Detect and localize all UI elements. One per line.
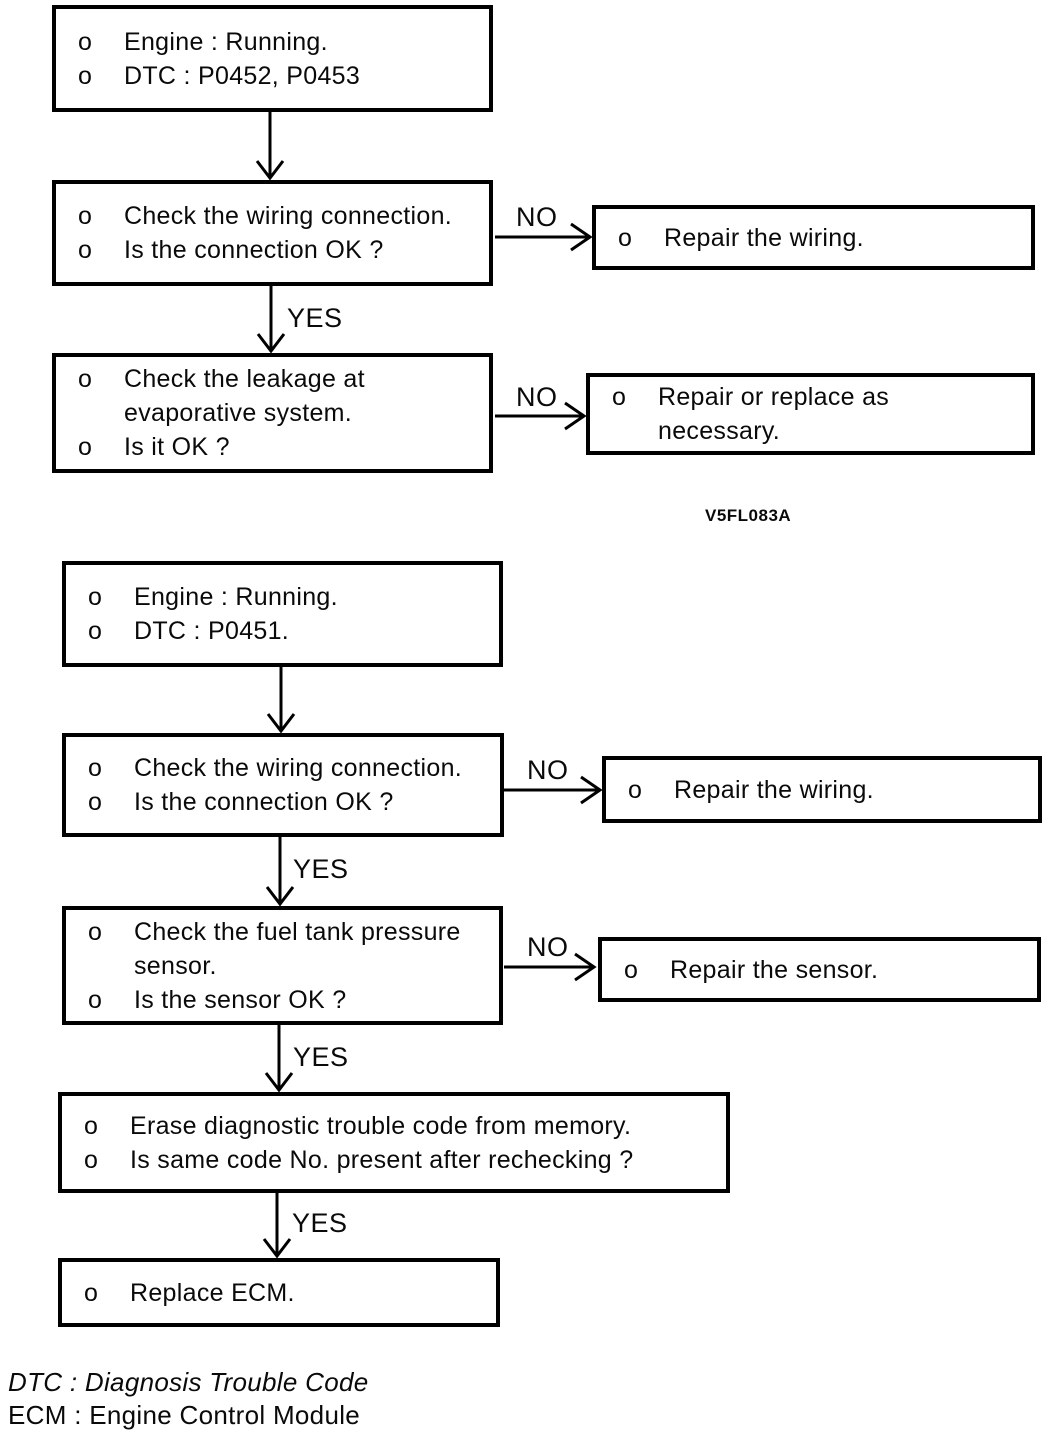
- bullet: o: [78, 61, 93, 90]
- arrowhead-down-2: [256, 333, 286, 354]
- box-text: DTC : P0451.: [134, 617, 290, 645]
- box-text: Check the wiring connection.: [124, 202, 453, 230]
- box-text: Repair the wiring.: [664, 223, 864, 252]
- box-line: evaporative system.: [64, 396, 481, 430]
- edge-label-yes: YES: [293, 1042, 349, 1072]
- box-text: evaporative system.: [124, 399, 353, 427]
- flow-box-repair-wiring-2: o Repair the wiring.: [602, 756, 1042, 823]
- bullet: o: [84, 1111, 99, 1140]
- box-line: o Check the wiring connection.: [64, 199, 481, 233]
- bullet: o: [628, 775, 643, 804]
- bullet: o: [88, 754, 103, 782]
- footnote-ecm: ECM : Engine Control Module: [8, 1400, 361, 1430]
- bullet: o: [78, 365, 93, 393]
- bullet: o: [88, 583, 103, 611]
- box-line: o Engine : Running.: [74, 580, 491, 614]
- box-text: Check the wiring connection.: [134, 754, 463, 782]
- edge-label-yes: YES: [287, 303, 343, 333]
- footnote-dtc: DTC : Diagnosis Trouble Code: [8, 1367, 369, 1397]
- edge-label-no: NO: [527, 755, 569, 785]
- box-line: o Is the connection OK ?: [74, 785, 492, 819]
- box-line: o Repair the wiring.: [604, 221, 1023, 255]
- bullet: o: [84, 1278, 99, 1307]
- flow-box-check-wiring-1: o Check the wiring connection. o Is the …: [52, 180, 493, 286]
- bullet: o: [88, 917, 103, 946]
- bullet: o: [84, 1145, 99, 1174]
- bullet: o: [618, 223, 633, 252]
- box-line: o DTC : P0452, P0453: [64, 59, 481, 93]
- arrowhead-down-5: [264, 1072, 294, 1093]
- arrowhead-down-1: [255, 160, 285, 181]
- box-line: o Erase diagnostic trouble code from mem…: [70, 1109, 718, 1143]
- flow-box-erase-code-2: o Erase diagnostic trouble code from mem…: [58, 1092, 730, 1193]
- box-text: Is same code No. present after recheckin…: [130, 1145, 634, 1174]
- box-line: o Is the connection OK ?: [64, 233, 481, 267]
- box-text: Is it OK ?: [124, 433, 230, 461]
- arrowhead-right-3: [580, 775, 603, 805]
- flow-box-check-sensor-2: o Check the fuel tank pressure sensor. o…: [62, 906, 503, 1025]
- bullet: o: [78, 27, 93, 56]
- flow-box-repair-wiring-1: o Repair the wiring.: [592, 205, 1035, 270]
- arrowhead-down-3: [266, 713, 296, 734]
- box-text: Is the sensor OK ?: [134, 985, 347, 1014]
- box-line: o Repair the sensor.: [610, 953, 1029, 987]
- box-line: o Repair or replace as: [598, 380, 1023, 414]
- box-line: o Repair the wiring.: [614, 773, 1030, 807]
- flow-box-repair-sensor-2: o Repair the sensor.: [598, 937, 1041, 1002]
- box-text: Repair or replace as: [658, 383, 890, 411]
- box-text: sensor.: [134, 951, 217, 980]
- flow-box-replace-ecm-2: o Replace ECM.: [58, 1258, 500, 1327]
- box-line: o Check the leakage at: [64, 362, 481, 396]
- box-line: o Is the sensor OK ?: [74, 983, 491, 1017]
- box-text: DTC : P0452, P0453: [124, 61, 361, 90]
- box-text: Erase diagnostic trouble code from memor…: [130, 1111, 632, 1140]
- box-text: Engine : Running.: [134, 583, 338, 611]
- bullet: o: [612, 383, 627, 411]
- box-text: Check the fuel tank pressure: [134, 917, 461, 946]
- box-text: Replace ECM.: [130, 1278, 295, 1307]
- edge-label-no: NO: [527, 932, 569, 962]
- edge-label-yes: YES: [293, 854, 349, 884]
- arrowhead-right-1: [570, 222, 593, 252]
- box-text: necessary.: [658, 417, 781, 445]
- box-line: o Is same code No. present after recheck…: [70, 1143, 718, 1177]
- box-line: o Check the wiring connection.: [74, 751, 492, 785]
- box-line: sensor.: [74, 949, 491, 983]
- edge-label-yes: YES: [292, 1208, 348, 1238]
- bullet: o: [88, 985, 103, 1014]
- box-line: o Replace ECM.: [70, 1276, 488, 1310]
- bullet: o: [88, 617, 103, 645]
- box-line: necessary.: [598, 414, 1023, 448]
- box-text: Repair the sensor.: [670, 955, 879, 984]
- bullet: o: [88, 788, 103, 816]
- box-text: Engine : Running.: [124, 27, 328, 56]
- arrowhead-right-4: [574, 952, 597, 982]
- edge-label-no: NO: [516, 382, 558, 412]
- bullet: o: [78, 202, 93, 230]
- arrowhead-down-4: [265, 886, 295, 907]
- figure-code: V5FL083A: [705, 506, 792, 525]
- box-line: o Engine : Running.: [64, 25, 481, 59]
- flow-box-start-1: o Engine : Running. o DTC : P0452, P0453: [52, 5, 493, 112]
- flow-box-start-2: o Engine : Running. o DTC : P0451.: [62, 561, 503, 667]
- box-line: o DTC : P0451.: [74, 614, 491, 648]
- box-text: Check the leakage at: [124, 365, 365, 393]
- bullet: o: [78, 236, 93, 264]
- arrowhead-right-2: [564, 401, 587, 431]
- bullet: o: [624, 955, 639, 984]
- box-text: Repair the wiring.: [674, 775, 874, 804]
- edge-label-no: NO: [516, 202, 558, 232]
- flow-box-repair-replace-1: o Repair or replace as necessary.: [586, 373, 1035, 455]
- arrowhead-down-6: [262, 1238, 292, 1259]
- flow-box-check-leakage-1: o Check the leakage at evaporative syste…: [52, 353, 493, 473]
- box-line: o Is it OK ?: [64, 430, 481, 464]
- box-text: Is the connection OK ?: [124, 236, 384, 264]
- box-line: o Check the fuel tank pressure: [74, 915, 491, 949]
- box-text: Is the connection OK ?: [134, 788, 394, 816]
- flow-box-check-wiring-2: o Check the wiring connection. o Is the …: [62, 733, 504, 837]
- bullet: o: [78, 433, 93, 461]
